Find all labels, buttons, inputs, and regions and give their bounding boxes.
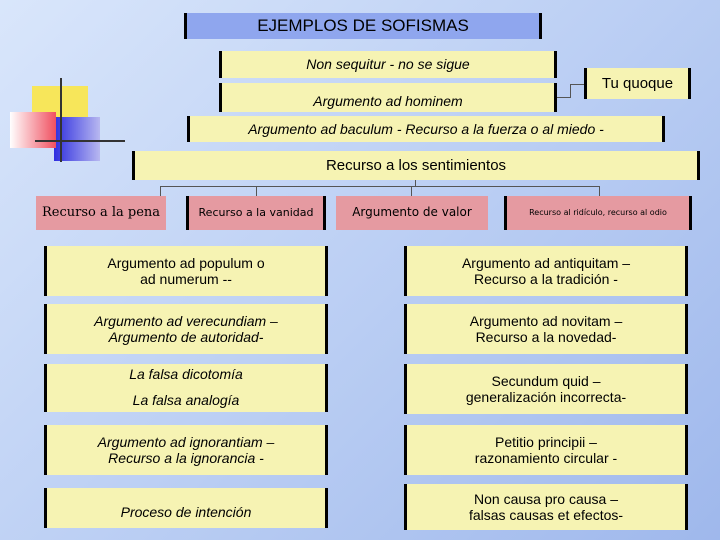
box-tu-quoque: Tu quoque: [584, 68, 691, 99]
recurso-vanidad-text: Recurso a la vanidad: [198, 205, 314, 219]
box-non-sequitur: Non sequitur - no se sigue: [219, 51, 557, 78]
box-argumento-valor: Argumento de valor: [336, 196, 488, 230]
box-ad-novitam: Argumento ad novitam – Recurso a la nove…: [404, 304, 688, 354]
right-box-line2: Recurso a la novedad-: [475, 329, 617, 345]
right-box-line1: Petitio principii –: [495, 433, 597, 450]
diagram-title: EJEMPLOS DE SOFISMAS: [184, 13, 542, 39]
left-box-line1: Argumento ad populum o: [107, 254, 265, 271]
right-box-line1: Secundum quid –: [491, 372, 601, 389]
tree-connector: [160, 186, 600, 187]
left-box-line1: La falsa dicotomía: [129, 366, 243, 382]
left-box-line2: ad numerum --: [140, 271, 232, 287]
non-sequitur-text: Non sequitur - no se sigue: [306, 56, 470, 73]
box-recurso-pena: Recurso a la pena: [36, 196, 166, 230]
right-box-line1: Argumento ad antiquitam –: [461, 254, 631, 271]
recurso-pena-text: Recurso a la pena: [41, 204, 161, 220]
box-ad-populum: Argumento ad populum o ad numerum --: [44, 246, 328, 296]
connector-line: [570, 84, 571, 98]
left-box-line1: Argumento ad ignorantiam –: [97, 433, 275, 450]
right-box-line1: Argumento ad novitam –: [469, 312, 623, 329]
box-petitio-principii: Petitio principii – razonamiento circula…: [404, 425, 688, 475]
left-box-line1: Proceso de intención: [120, 503, 252, 520]
connector-line: [570, 84, 584, 85]
right-box-line2: falsas causas et efectos-: [468, 507, 624, 523]
tree-connector: [411, 186, 412, 196]
box-ad-hominem: Argumento ad hominem: [219, 83, 557, 112]
recurso-ridiculo-text: Recurso al ridículo, recurso al odio: [529, 208, 667, 218]
title-text: EJEMPLOS DE SOFISMAS: [257, 16, 469, 36]
box-secundum-quid: Secundum quid – generalización incorrect…: [404, 364, 688, 414]
decorative-vertical-line: [60, 78, 62, 162]
tree-connector: [256, 186, 257, 196]
box-falsa-dicotomia: La falsa dicotomía La falsa analogía: [44, 364, 328, 412]
right-box-line2: generalización incorrecta-: [465, 389, 627, 405]
box-ad-verecundiam: Argumento ad verecundiam – Argumento de …: [44, 304, 328, 354]
left-box-line2: Recurso a la ignorancia -: [108, 450, 264, 466]
left-box-line2: Argumento de autoridad-: [108, 329, 264, 345]
tree-connector: [599, 186, 600, 196]
left-box-line1: Argumento ad verecundiam –: [94, 312, 278, 329]
tu-quoque-text: Tu quoque: [601, 74, 674, 92]
argumento-valor-text: Argumento de valor: [352, 205, 472, 220]
box-ad-baculum: Argumento ad baculum - Recurso a la fuer…: [187, 116, 665, 142]
decorative-red-square: [10, 112, 56, 148]
left-box-line2: La falsa analogía: [132, 391, 240, 408]
box-proceso-intencion: Proceso de intención: [44, 488, 328, 528]
right-box-line2: Recurso a la tradición -: [474, 271, 618, 287]
tree-connector: [415, 180, 416, 186]
right-box-line2: razonamiento circular -: [474, 450, 618, 466]
right-box-line1: Non causa pro causa –: [474, 490, 618, 507]
box-non-causa: Non causa pro causa – falsas causas et e…: [404, 484, 688, 530]
box-sentimientos: Recurso a los sentimientos: [132, 151, 700, 180]
box-ad-antiquitam: Argumento ad antiquitam – Recurso a la t…: [404, 246, 688, 296]
ad-hominem-text: Argumento ad hominem: [313, 93, 463, 110]
sentimientos-text: Recurso a los sentimientos: [325, 156, 507, 174]
decorative-horizontal-line: [35, 140, 125, 142]
tree-connector: [160, 186, 161, 196]
box-recurso-vanidad: Recurso a la vanidad: [186, 196, 326, 230]
box-ad-ignorantiam: Argumento ad ignorantiam – Recurso a la …: [44, 425, 328, 475]
connector-line: [557, 97, 570, 98]
box-recurso-ridiculo: Recurso al ridículo, recurso al odio: [504, 196, 692, 230]
ad-baculum-text: Argumento ad baculum - Recurso a la fuer…: [248, 120, 604, 137]
